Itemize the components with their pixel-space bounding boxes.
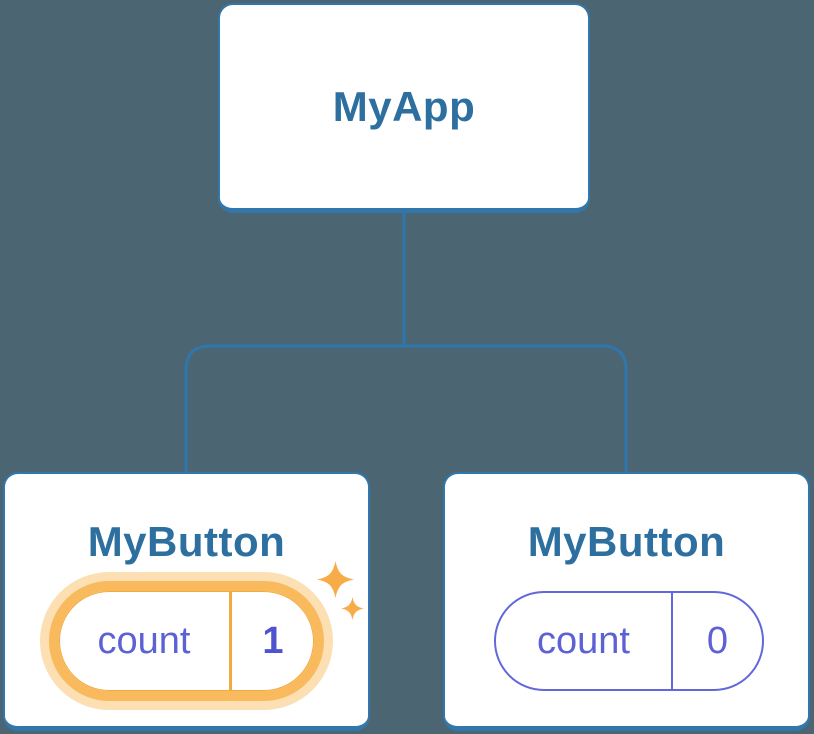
state-key: count (97, 619, 191, 662)
state-key: count (537, 619, 630, 662)
sparkle-small-icon (341, 597, 364, 620)
state-pill-plain: count 0 (494, 591, 764, 691)
pill-divider (229, 591, 232, 691)
pill-divider (671, 593, 673, 689)
node-mybutton-right-label: MyButton (527, 518, 726, 565)
node-myapp-label: MyApp (332, 82, 476, 130)
state-value: 0 (706, 619, 729, 662)
node-mybutton-left: MyButton count 1 (3, 472, 370, 731)
node-mybutton-right: MyButton count 0 (443, 472, 810, 731)
state-pill-highlighted: count 1 (49, 581, 324, 701)
node-mybutton-left-label: MyButton (87, 518, 286, 565)
node-myapp: MyApp (218, 3, 590, 213)
state-value: 1 (262, 619, 284, 662)
sparkle-large-icon (317, 561, 354, 598)
